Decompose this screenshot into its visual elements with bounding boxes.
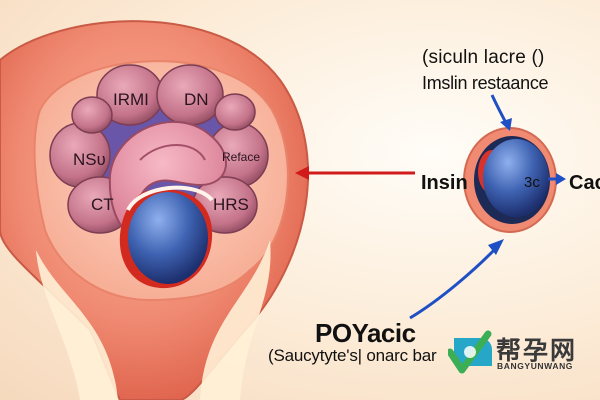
label-reface: Reface bbox=[222, 150, 261, 164]
blue-arrow-top bbox=[490, 94, 512, 131]
lobe bbox=[71, 96, 113, 134]
organ-neck-left bbox=[36, 250, 118, 400]
label-heading: (siculn lacre () bbox=[422, 47, 545, 68]
label-cac: Cac bbox=[569, 172, 600, 194]
right-cell bbox=[463, 127, 557, 233]
label-subheading: Imslin restaance bbox=[422, 73, 549, 93]
label-saucytytes: (Saucytyte's| onarc bar bbox=[268, 346, 437, 365]
label-nsv: NSʋ bbox=[73, 150, 106, 169]
organ-white-rim bbox=[126, 185, 214, 212]
left-organ bbox=[0, 20, 310, 400]
red-arrow bbox=[295, 166, 415, 180]
organ-neck-right bbox=[200, 240, 271, 400]
label-ct: CT bbox=[91, 195, 114, 214]
label-dn: DN bbox=[184, 90, 209, 109]
blue-arrow-right bbox=[548, 173, 566, 185]
watermark-title: 帮孕网 bbox=[496, 337, 578, 365]
cell-blue-core bbox=[483, 139, 549, 217]
label-hrs: HRS bbox=[213, 195, 249, 214]
watermark-subtitle: BANGYUNWANG bbox=[497, 361, 574, 371]
label-poyacic: POYacic bbox=[315, 318, 416, 348]
label-insin: Insin bbox=[421, 172, 468, 194]
organ-fold-detail bbox=[139, 144, 206, 161]
watermark-logo-icon bbox=[448, 330, 492, 374]
label-irmi: IRMI bbox=[113, 90, 149, 109]
label-3c: 3c bbox=[524, 174, 540, 191]
organ-blue-chamber bbox=[128, 192, 208, 284]
blue-arrow-bottom bbox=[409, 239, 504, 320]
lobe bbox=[214, 93, 256, 131]
